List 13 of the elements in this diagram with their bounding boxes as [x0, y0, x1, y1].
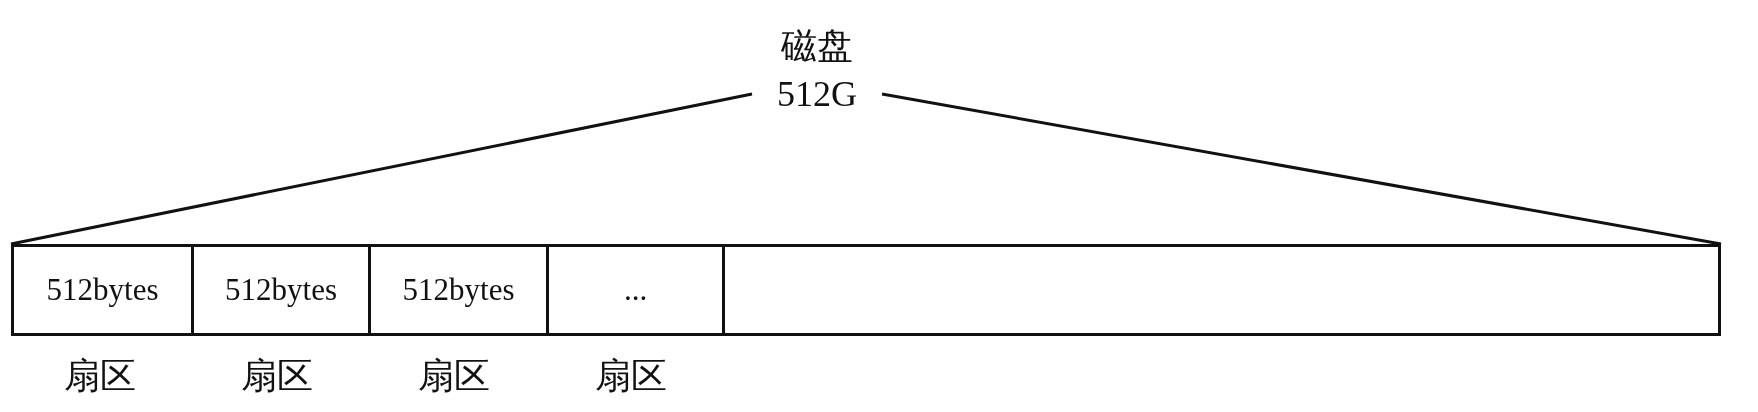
sector-caption: 扇区	[63, 355, 136, 398]
sector-caption: 扇区	[595, 355, 667, 398]
sector-cell: 512bytes	[14, 247, 191, 333]
sector-caption: 扇区	[418, 355, 490, 398]
disk-bar	[11, 244, 1721, 336]
sector-caption: 扇区	[240, 355, 313, 398]
connector-line	[10, 92, 753, 246]
sector-cell: ...	[546, 247, 722, 333]
disk-label: 磁盘	[780, 25, 854, 68]
disk-label: 512G	[776, 73, 858, 116]
sector-cell: 512bytes	[191, 247, 368, 333]
connector-line	[881, 92, 1722, 246]
sector-cell: 512bytes	[368, 247, 546, 333]
